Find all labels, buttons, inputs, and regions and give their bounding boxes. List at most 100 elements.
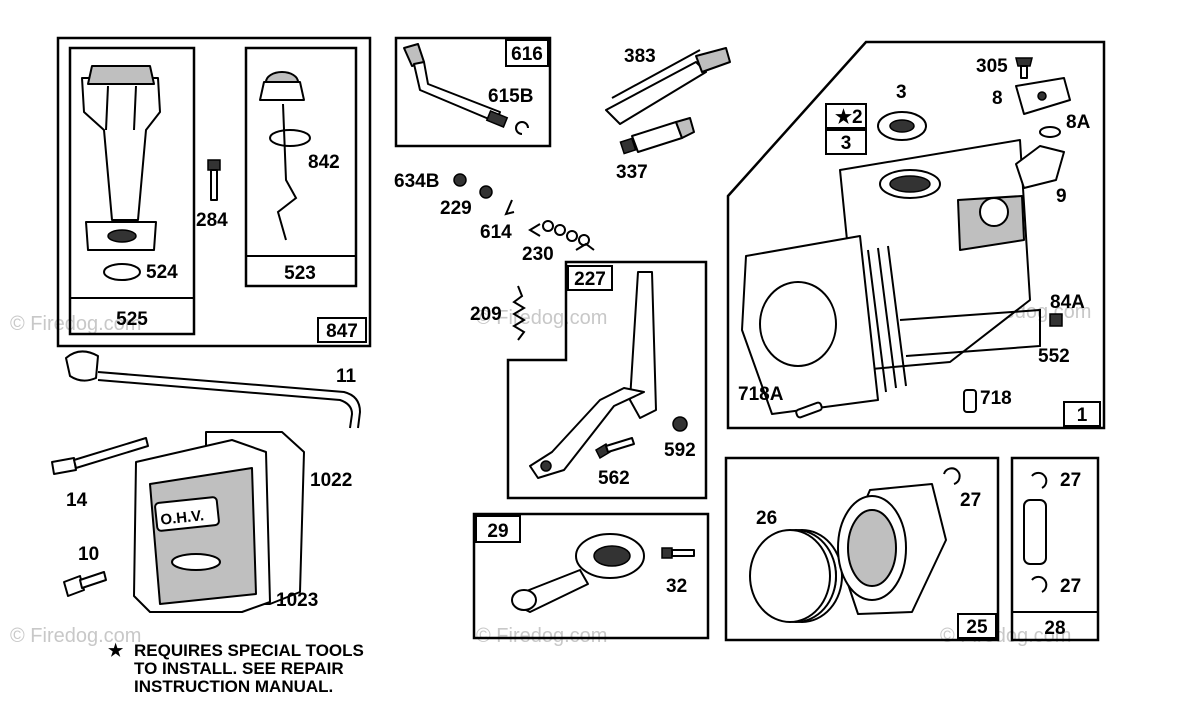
label-27-a: 27 — [960, 490, 981, 511]
clip-27-top-part — [1031, 471, 1048, 489]
oil-seal-3-part — [877, 111, 927, 141]
gasket-8a-part — [1039, 126, 1061, 138]
label-230: 230 — [522, 244, 554, 265]
frame-29 — [472, 512, 710, 640]
label-1022: 1022 — [310, 470, 352, 491]
bolt-10-part — [63, 571, 107, 597]
box-2 — [825, 103, 867, 129]
frame-523 — [244, 46, 358, 288]
frame-227 — [506, 260, 708, 500]
bolt-32-part — [661, 547, 695, 559]
cylinder-block-part — [741, 139, 1041, 415]
gasket-9-part — [1015, 145, 1065, 189]
label-27-b: 27 — [1060, 470, 1081, 491]
label-8A: 8A — [1066, 112, 1091, 133]
box-label-2-star: ★ — [835, 107, 852, 128]
spring-614-part — [504, 199, 515, 216]
ohv-text: O.H.V. — [160, 507, 205, 528]
box-label-1: 1 — [1077, 405, 1088, 426]
watermark-bottom-left: © Firedog.com — [10, 625, 141, 647]
label-9: 9 — [1056, 186, 1067, 207]
clip-27-part — [943, 467, 961, 485]
watermark-center: © Firedog.com — [476, 307, 607, 329]
pin-718-part — [963, 389, 977, 413]
label-32: 32 — [666, 576, 687, 597]
bolt-14-part — [51, 437, 149, 475]
piston-pin-part — [1023, 499, 1047, 565]
note-star: ★ — [108, 641, 124, 660]
label-11: 11 — [336, 366, 357, 387]
box-3 — [825, 129, 867, 155]
frame-25 — [724, 456, 1000, 642]
label-592: 592 — [664, 440, 696, 461]
frame-525 — [68, 46, 196, 336]
box-616 — [505, 39, 549, 67]
label-14: 14 — [66, 490, 88, 511]
watermark-left: © Firedog.com — [10, 313, 141, 335]
o-ring-524-part — [103, 263, 141, 281]
label-383: 383 — [624, 46, 656, 67]
frame-847 — [56, 36, 372, 348]
screw-562-part — [595, 437, 635, 460]
label-84A: 84A — [1050, 292, 1085, 313]
washers-230-part — [528, 220, 595, 251]
label-209: 209 — [470, 304, 502, 325]
label-562: 562 — [598, 468, 630, 489]
label-842: 842 — [308, 152, 340, 173]
box-label-847: 847 — [326, 321, 358, 342]
box-227 — [567, 265, 613, 291]
label-8: 8 — [992, 88, 1003, 109]
dipstick-part — [259, 71, 311, 241]
breather-cover-8-part — [1015, 77, 1071, 115]
nut-592-part — [672, 416, 688, 432]
label-718: 718 — [980, 388, 1012, 409]
watermark-bottom-center: © Firedog.com — [476, 625, 607, 647]
note-line-3: INSTRUCTION MANUAL. — [134, 677, 333, 696]
frame-1 — [726, 40, 1106, 430]
label-614: 614 — [480, 222, 512, 243]
label-3: 3 — [896, 82, 907, 103]
label-337: 337 — [616, 162, 648, 183]
pin-718a-part — [795, 401, 823, 419]
label-10: 10 — [78, 544, 99, 565]
box-847 — [317, 317, 367, 343]
box-label-227: 227 — [574, 269, 606, 290]
label-615B: 615B — [488, 86, 533, 107]
box-label-25: 25 — [966, 617, 988, 638]
spark-plug-337-part — [619, 117, 695, 155]
nut-229-part — [479, 185, 493, 199]
label-552: 552 — [1038, 346, 1070, 367]
valve-cover-part: O.H.V. — [133, 431, 305, 613]
label-27-c: 27 — [1060, 576, 1081, 597]
box-label-525: 525 — [116, 309, 148, 330]
box-label-523: 523 — [284, 263, 316, 284]
box-29 — [475, 515, 521, 543]
note-line-1: REQUIRES SPECIAL TOOLS — [134, 641, 364, 660]
connecting-rod-part — [511, 533, 645, 613]
bolt-305-part — [1015, 57, 1033, 79]
frame-616 — [394, 36, 552, 148]
nut-634b-part — [453, 173, 467, 187]
box-1 — [1063, 401, 1101, 427]
label-1023: 1023 — [276, 590, 318, 611]
breather-tube-part — [403, 43, 509, 128]
label-305: 305 — [976, 56, 1008, 77]
spark-plug-wire-383-part — [605, 47, 731, 125]
piston-rings-part — [749, 529, 843, 623]
clip-615b-part — [515, 121, 529, 135]
box-label-28: 28 — [1044, 618, 1065, 639]
frame-28 — [1010, 456, 1100, 642]
fitting-84a-part — [1049, 313, 1063, 327]
box-label-616: 616 — [511, 44, 543, 65]
spring-209-part — [512, 285, 526, 341]
label-229: 229 — [440, 198, 472, 219]
label-26: 26 — [756, 508, 777, 529]
box-label-3: 3 — [841, 133, 852, 154]
label-284: 284 — [196, 210, 228, 231]
label-718A: 718A — [738, 384, 784, 405]
box-label-2: 2 — [852, 107, 863, 128]
box-25 — [957, 613, 997, 639]
piston-part — [837, 483, 947, 615]
link-rod-11-part — [65, 350, 362, 429]
